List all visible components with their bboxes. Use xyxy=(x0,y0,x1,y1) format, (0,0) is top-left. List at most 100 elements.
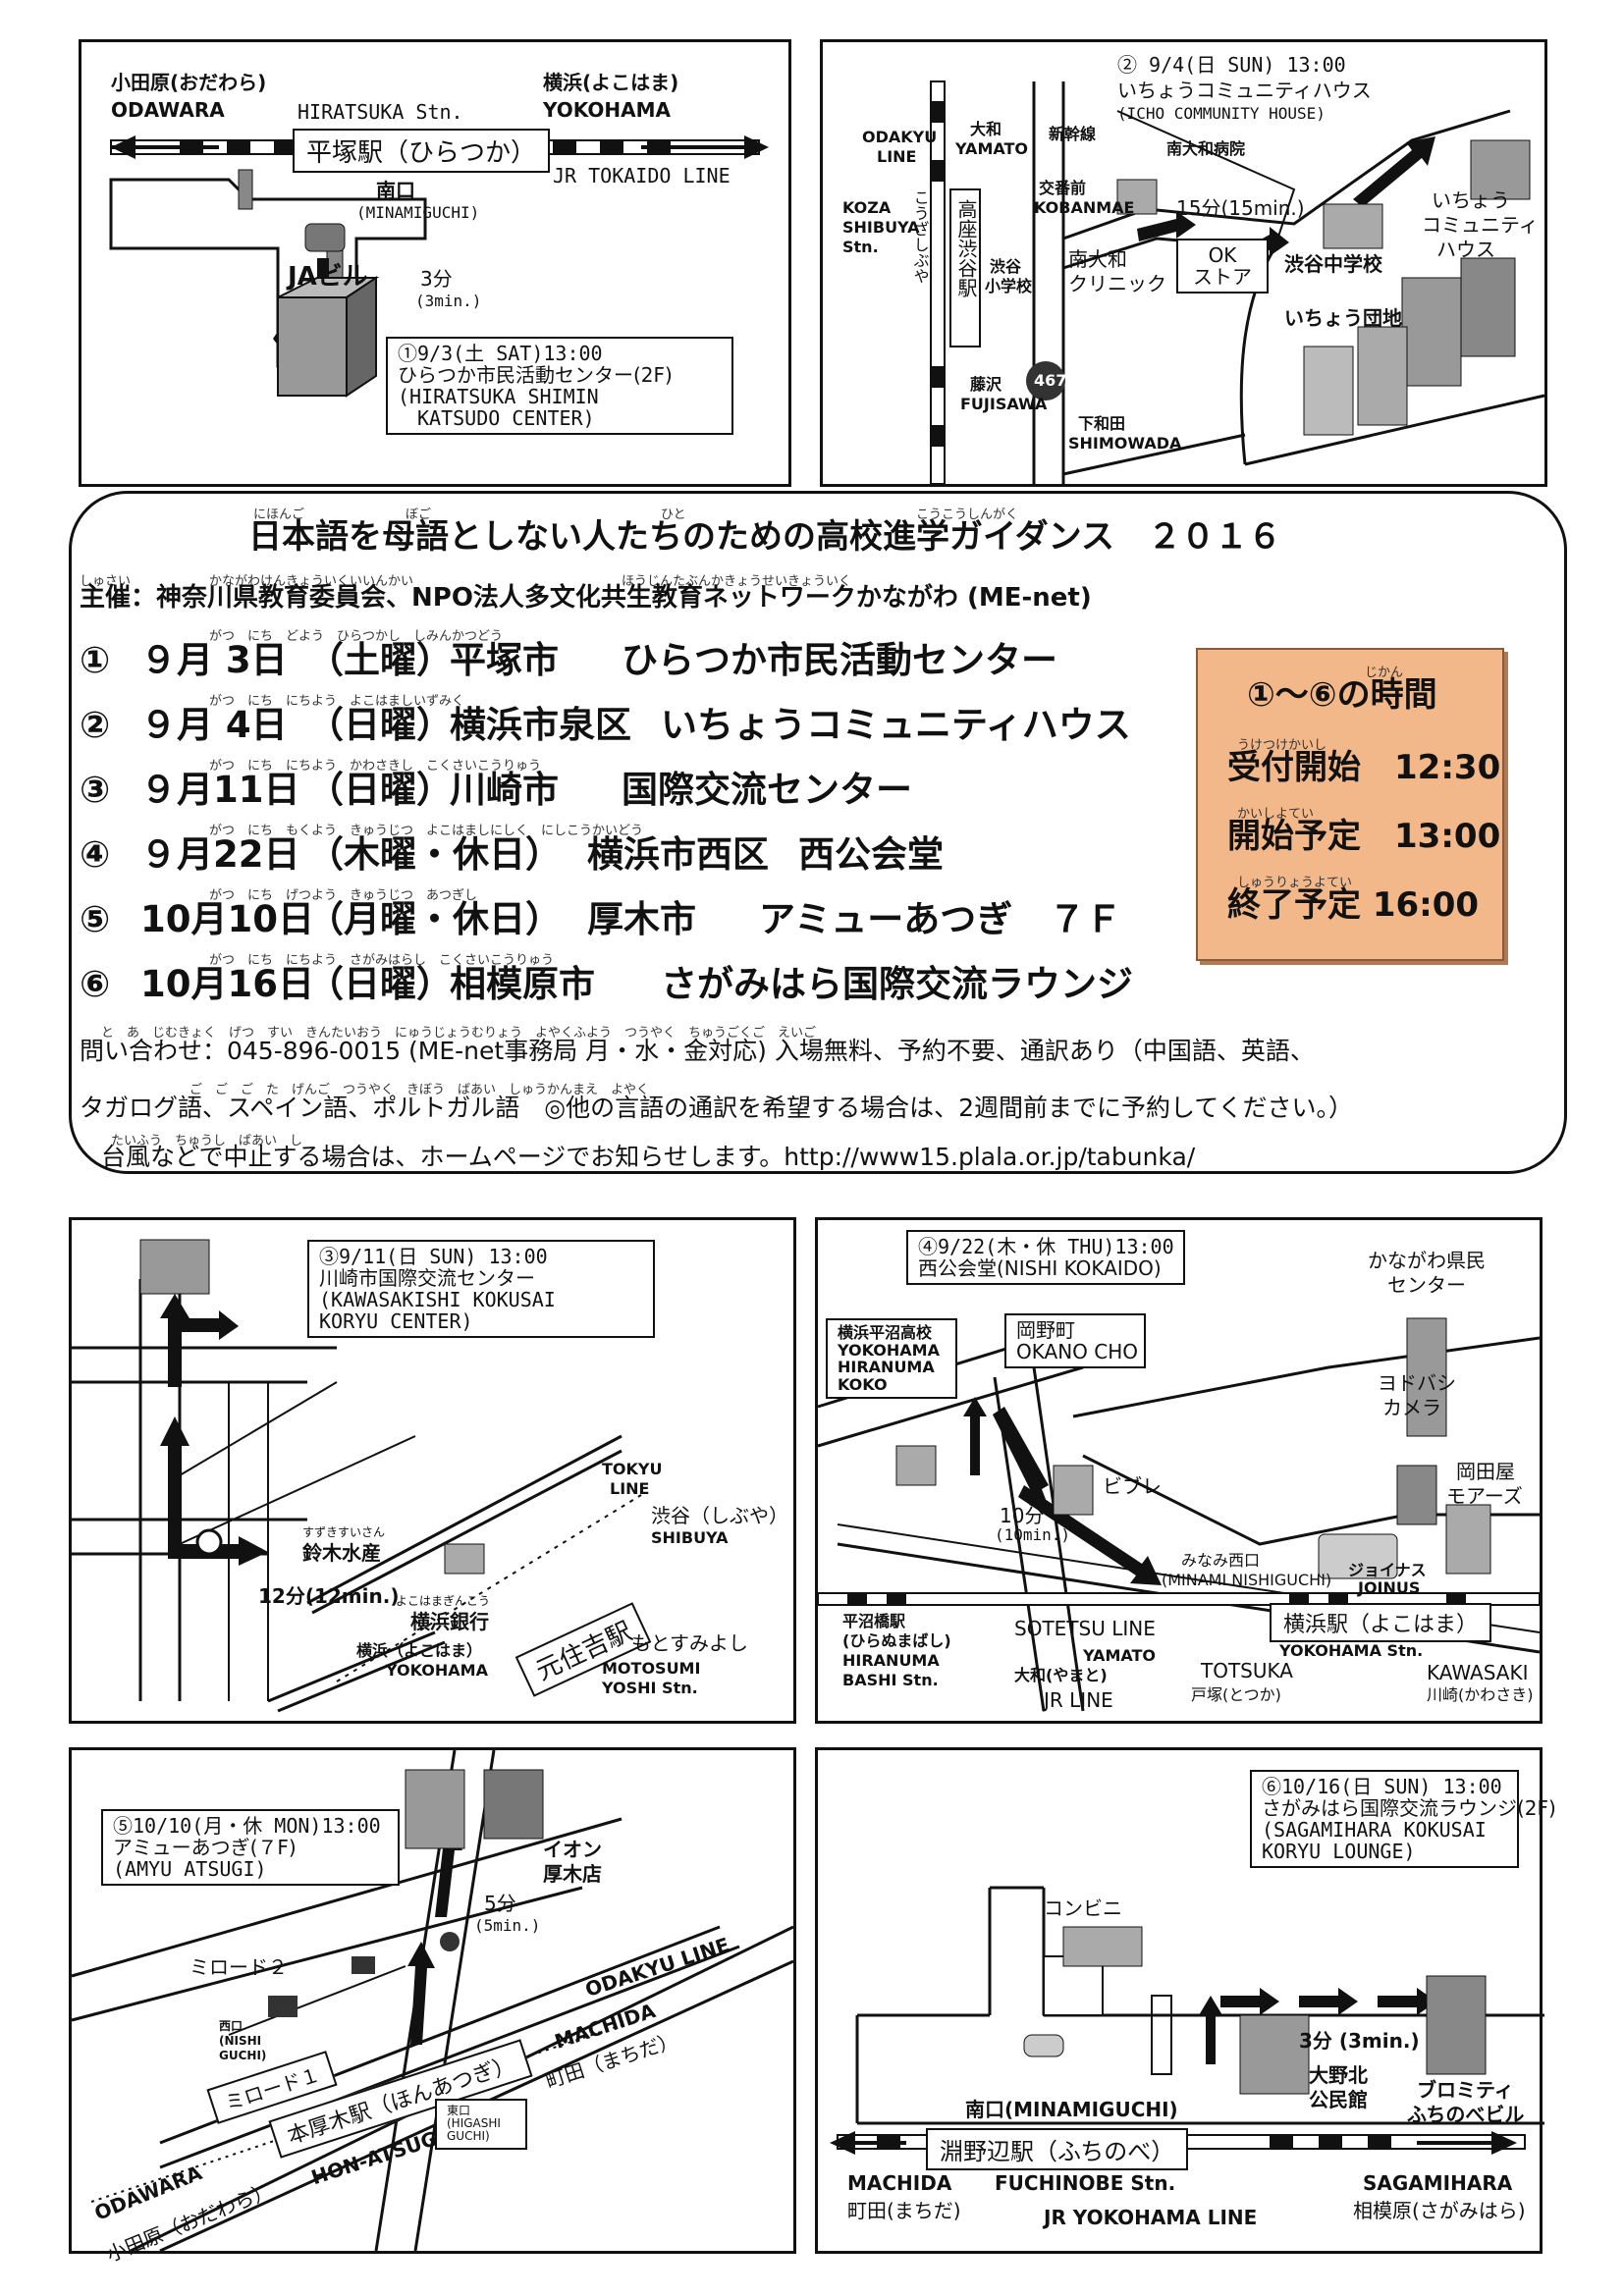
joinus-label-en: JOINUS xyxy=(1358,1578,1421,1597)
venue-name-jp: さがみはら国際交流ラウンジ(2F) xyxy=(1262,1796,1556,1820)
venue-name-en-1: (SAGAMIHARA KOKUSAI xyxy=(1262,1818,1487,1842)
event-number: ⑥ xyxy=(80,963,111,1005)
organizer-ruby-1: しゅさい xyxy=(80,574,132,589)
ok-store-box: OK ストア xyxy=(1176,239,1269,294)
venue-name-en-2: KORYU LOUNGE) xyxy=(1262,1840,1416,1863)
okadaya-label-2: モアーズ xyxy=(1446,1484,1523,1508)
bank-label: 横浜銀行 xyxy=(410,1610,489,1633)
walk-time-en: (10min.) xyxy=(995,1525,1071,1544)
line-name: JR TOKAIDO LINE xyxy=(553,164,731,187)
shibuya-label-jp: 渋谷（しぶや） xyxy=(651,1504,788,1527)
motosumiyoshi-kana: もとすみよし xyxy=(631,1631,748,1655)
station-name-en: FUCHINOBE Stn. xyxy=(995,2171,1176,2195)
fujisawa-label-en: FUJISAWA xyxy=(960,395,1048,413)
event-date: ９月 3日 xyxy=(140,639,288,681)
kouminkan-label-1: 大野北 xyxy=(1309,2063,1368,2087)
aeon-label-2: 厚木店 xyxy=(543,1862,602,1886)
yodobashi-label-2: カメラ xyxy=(1382,1396,1441,1419)
kanagawa-center-label-1: かながわ県民 xyxy=(1368,1249,1486,1272)
venue-callout: ⑥10/16(日 SUN) 13:00 さがみはら国際交流ラウンジ(2F) (S… xyxy=(1250,1770,1556,1868)
shimowada-label-en: SHIMOWADA xyxy=(1068,434,1182,453)
venue-date: ⑤10/10(月・休 MON)13:00 xyxy=(113,1814,381,1838)
event-venue: さがみはら国際交流ラウンジ xyxy=(661,963,1133,1005)
nishiguchi-label-1: 西口 xyxy=(219,2019,244,2033)
hospital-label: 南大和病院 xyxy=(1166,139,1246,158)
jr-line-label: JR LINE xyxy=(1044,1688,1113,1712)
shinkansen-label: 新幹線 xyxy=(1049,125,1097,143)
map-kawasaki-drawing xyxy=(72,1239,642,1713)
shimowada-label-jp: 下和田 xyxy=(1078,414,1126,433)
high-school-label-en-2: HIRANUMA xyxy=(838,1358,935,1377)
map-icho-drawing xyxy=(930,80,1545,485)
event-number: ① xyxy=(80,639,111,681)
event-city: 厚木市 xyxy=(587,898,696,940)
bono-label-1: ブロミティ xyxy=(1417,2078,1514,2102)
end-ruby: しゅうりょうよてい xyxy=(1237,876,1353,890)
hiranuma-label-4: BASHI Stn. xyxy=(842,1671,939,1689)
venue-date: ③9/11(日 SUN) 13:00 xyxy=(319,1245,548,1268)
map-hiratsuka: 小田原(おだわら) ODAWARA 横浜(よこはま) YOKOHAMA HIRA… xyxy=(79,39,791,487)
event-city: 横浜市西区 xyxy=(587,833,769,876)
line-name: JR YOKOHAMA LINE xyxy=(1044,2206,1258,2229)
yokohama-label-en: YOKOHAMA xyxy=(386,1661,488,1680)
end-time: 終了予定 16:00 xyxy=(1227,885,1480,925)
venue-name-jp: アミューあつぎ(７F) xyxy=(113,1836,297,1859)
event-day: （日曜） xyxy=(307,704,453,746)
bank-kana: よこはまぎんこう xyxy=(396,1594,491,1608)
organizer-ruby-3: ほうじんたぶんかきょうせいきょういく xyxy=(622,574,852,589)
okano-label-jp: 岡野町 xyxy=(1016,1318,1075,1342)
community-label-3: ハウス xyxy=(1436,238,1495,261)
walk-time: 10分 xyxy=(1000,1504,1045,1527)
map-atsugi: ⑤10/10(月・休 MON)13:00 アミューあつぎ(７F) (AMYU A… xyxy=(69,1747,796,2267)
okano-label-en: OKANO CHO xyxy=(1016,1340,1138,1363)
odakyu-line-label: ODAKYU xyxy=(862,128,938,146)
event-date: ９月11日 xyxy=(140,769,300,811)
kouban-label-jp: 交番前 xyxy=(1039,179,1087,197)
languages-ruby: ご ご ご た げんご つうやく きぼう ばあい しゅうかんまえ よやく xyxy=(189,1083,650,1097)
exit-label: 南口(MINAMIGUCHI) xyxy=(965,2098,1178,2121)
koza-label: KOZA xyxy=(842,198,892,217)
event-ruby: がつ にち もくよう きゅうじつ よこはましにしく にしこうかいどう xyxy=(209,824,644,838)
joinus-label-jp: ジョイナス xyxy=(1348,1561,1427,1579)
yamato-label-en: YAMATO xyxy=(1083,1646,1157,1665)
event-date: 10月10日 xyxy=(140,898,314,940)
machida-label-jp: 町田(まちだ) xyxy=(847,2199,961,2222)
motosumiyoshi-en-2: YOSHI Stn. xyxy=(602,1679,698,1697)
shibuya-label-en: SHIBUYA xyxy=(651,1528,729,1547)
schedule-time-box: じかん ①～⑥の時間 うけつけかいし 受付開始 12:30 かいしよてい 開始予… xyxy=(1196,648,1504,961)
aeon-label-1: イオン xyxy=(543,1838,602,1861)
yokohama-label-en: YOKOHAMA xyxy=(543,98,671,122)
event-number: ② xyxy=(80,704,111,746)
venue-name-en: (ICHO COMMUNITY HOUSE) xyxy=(1117,104,1326,123)
yokohama-label-jp: 横浜(よこはま) xyxy=(543,71,679,94)
sagamihara-label-en: SAGAMIHARA xyxy=(1363,2171,1513,2195)
event-ruby: がつ にち げつよう きゅうじつ あつぎし xyxy=(209,888,478,903)
event-day: （日曜） xyxy=(307,769,453,811)
time-title-ruby: じかん xyxy=(1365,666,1404,680)
station-name-jp: 平塚駅（ひらつか） xyxy=(293,129,551,173)
okano-box: 岡野町 OKANO CHO xyxy=(1004,1313,1146,1368)
event-date: ９月 4日 xyxy=(140,704,288,746)
map-kawasaki: ③9/11(日 SUN) 13:00 川崎市国際交流センター (KAWASAKI… xyxy=(69,1217,796,1724)
kawasaki-label-en: KAWASAKI xyxy=(1427,1661,1529,1684)
venue-name-jp: 川崎市国際交流センター xyxy=(319,1266,535,1290)
elementary-school-label-2: 小学校 xyxy=(985,277,1033,295)
venue-callout: ⑤10/10(月・休 MON)13:00 アミューあつぎ(７F) (AMYU A… xyxy=(101,1809,400,1886)
station-kana-vertical: こうざしぶや xyxy=(910,189,930,284)
venue-date: ② 9/4(日 SUN) 13:00 xyxy=(1117,53,1346,77)
venue-name-en-1: (KAWASAKISHI KOKUSAI xyxy=(319,1288,556,1311)
event-ruby: がつ にち にちよう かわさきし こくさいこうりゅう xyxy=(209,759,542,774)
hiranuma-label-3: HIRANUMA xyxy=(842,1651,940,1670)
typhoon-ruby: たいふう ちゅうし ばあい し xyxy=(111,1134,303,1148)
event-date: 10月16日 xyxy=(140,963,314,1005)
event-ruby: がつ にち にちよう よこはましいずみく xyxy=(209,694,465,709)
vivre-label: ビブレ xyxy=(1103,1474,1162,1498)
station-name-en: HIRATSUKA Stn. xyxy=(298,100,463,124)
higashiguchi-label-2: (HIGASHI xyxy=(447,2116,501,2131)
organizer-ruby-2: かながわけんきょういくいいんかい xyxy=(209,574,414,589)
event-number: ③ xyxy=(80,769,111,811)
event-day: （月曜・休日） xyxy=(307,898,562,940)
ok-store-label-2: ストア xyxy=(1193,265,1252,289)
kouminkan-label-2: 公民館 xyxy=(1309,2088,1368,2111)
event-day: （木曜・休日） xyxy=(307,833,562,876)
